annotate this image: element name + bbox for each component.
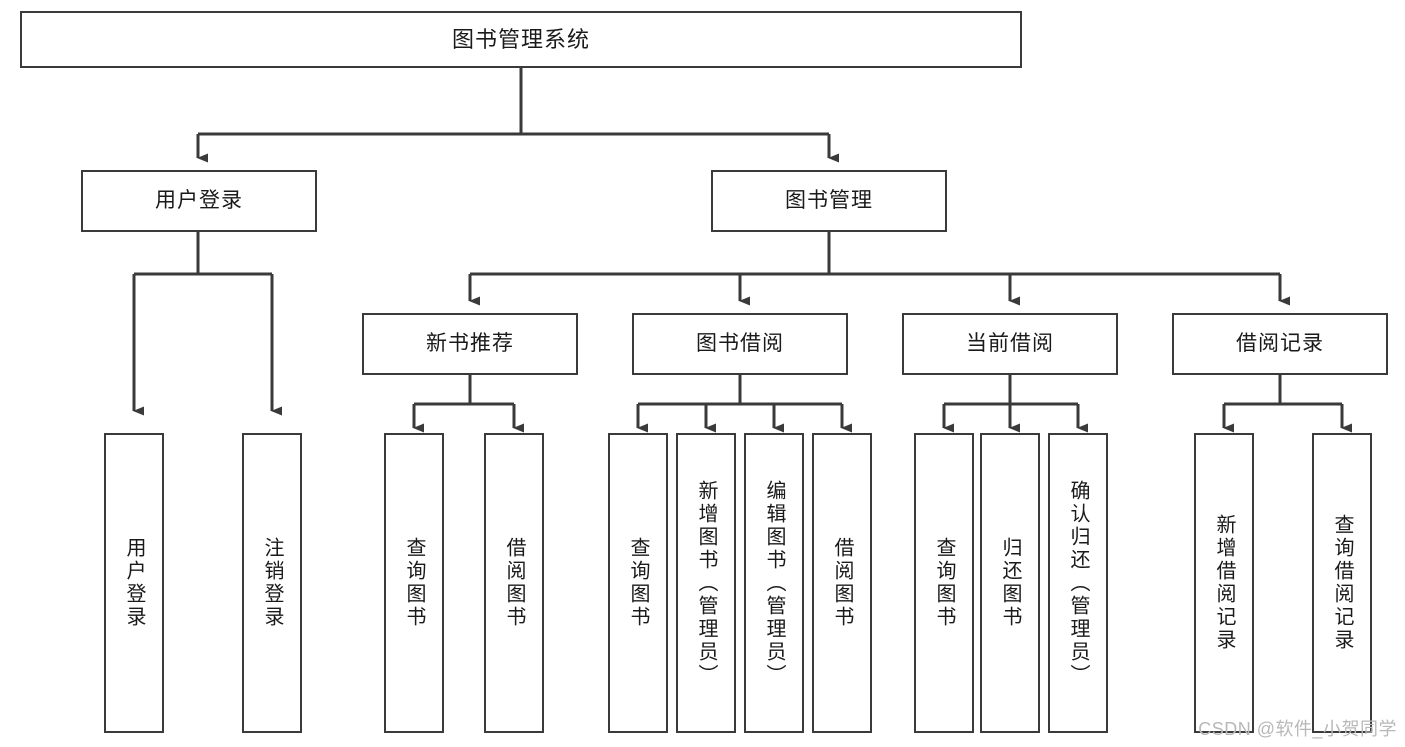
node-label: 注销登录 <box>261 537 283 629</box>
node-leaf-query-book-1[interactable]: 查询图书 <box>384 433 444 733</box>
node-new-book-recommend[interactable]: 新书推荐 <box>362 313 578 375</box>
node-label: 图书借阅 <box>696 331 784 355</box>
node-leaf-confirm-return[interactable]: 确认归还（管理员） <box>1048 433 1108 733</box>
node-leaf-edit-book[interactable]: 编辑图书（管理员） <box>744 433 804 733</box>
node-leaf-query-book-3[interactable]: 查询图书 <box>914 433 974 733</box>
node-book-management[interactable]: 图书管理 <box>711 170 947 232</box>
node-label: 图书管理 <box>785 188 873 212</box>
node-label: 查询借阅记录 <box>1331 514 1353 652</box>
node-leaf-borrow-book-1[interactable]: 借阅图书 <box>484 433 544 733</box>
node-leaf-user-logout[interactable]: 注销登录 <box>242 433 302 733</box>
node-label: 图书管理系统 <box>451 26 590 52</box>
node-leaf-return-book[interactable]: 归还图书 <box>980 433 1040 733</box>
node-root-system[interactable]: 图书管理系统 <box>20 11 1022 68</box>
node-borrow-record[interactable]: 借阅记录 <box>1172 313 1388 375</box>
node-label: 查询图书 <box>933 537 955 629</box>
node-label: 借阅图书 <box>503 537 525 629</box>
node-leaf-query-book-2[interactable]: 查询图书 <box>608 433 668 733</box>
node-label: 用户登录 <box>155 188 243 212</box>
node-user-login[interactable]: 用户登录 <box>81 170 317 232</box>
node-label: 新增借阅记录 <box>1213 514 1235 652</box>
node-label: 用户登录 <box>123 537 145 629</box>
node-label: 查询图书 <box>403 537 425 629</box>
node-leaf-user-login[interactable]: 用户登录 <box>104 433 164 733</box>
node-label: 借阅记录 <box>1236 331 1324 355</box>
node-label: 查询图书 <box>627 537 649 629</box>
node-label: 确认归还（管理员） <box>1067 479 1089 687</box>
node-leaf-add-record[interactable]: 新增借阅记录 <box>1194 433 1254 733</box>
node-current-borrow[interactable]: 当前借阅 <box>902 313 1118 375</box>
node-label: 当前借阅 <box>966 331 1054 355</box>
node-leaf-query-record[interactable]: 查询借阅记录 <box>1312 433 1372 733</box>
csdn-watermark: CSDN @软件_小贺同学 <box>1198 719 1397 739</box>
node-label: 新增图书（管理员） <box>695 479 717 687</box>
node-label: 编辑图书（管理员） <box>763 479 785 687</box>
node-label: 归还图书 <box>999 537 1021 629</box>
node-leaf-borrow-book-2[interactable]: 借阅图书 <box>812 433 872 733</box>
node-leaf-add-book[interactable]: 新增图书（管理员） <box>676 433 736 733</box>
node-label: 借阅图书 <box>831 537 853 629</box>
node-label: 新书推荐 <box>426 331 514 355</box>
node-book-borrow[interactable]: 图书借阅 <box>632 313 848 375</box>
